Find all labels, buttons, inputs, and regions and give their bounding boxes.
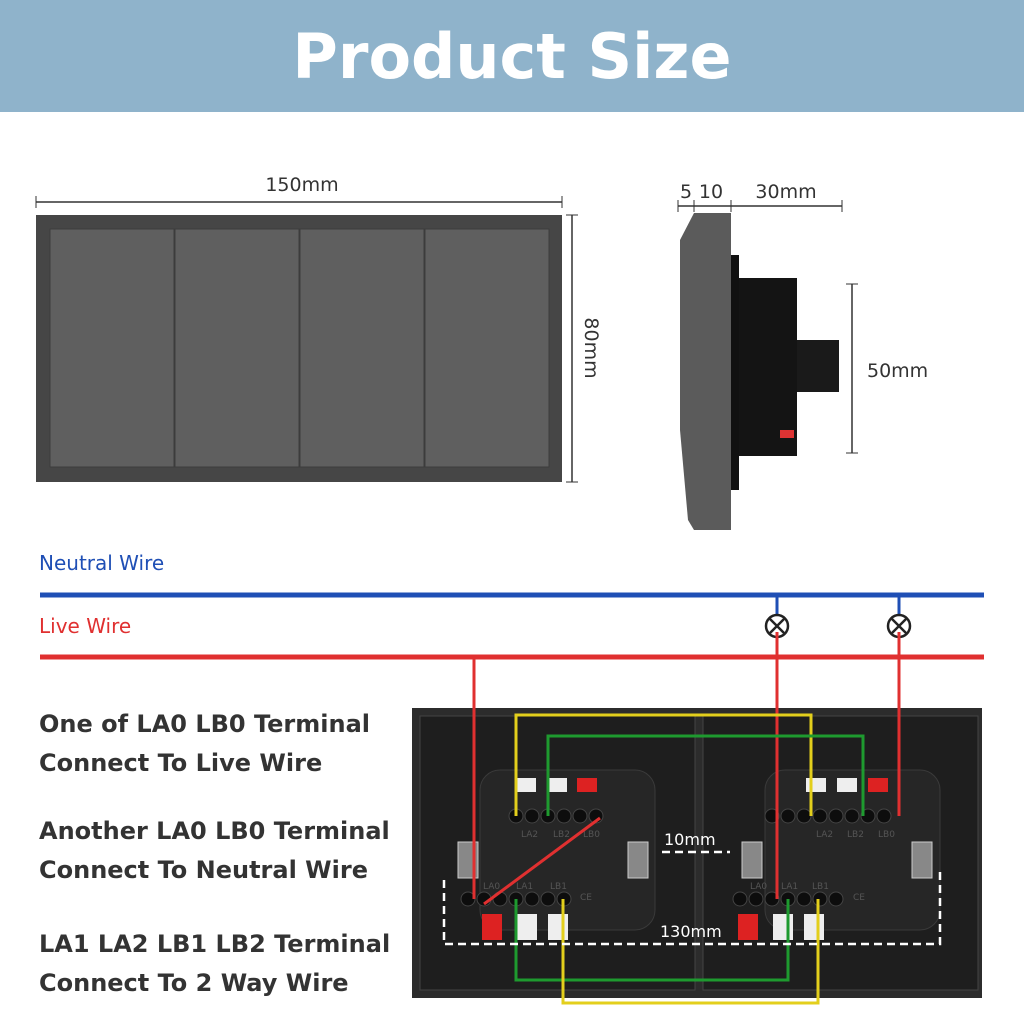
note-line: Connect To Neutral Wire (39, 856, 368, 884)
note-line: Connect To 2 Way Wire (39, 969, 349, 997)
height-dimension: 80mm (580, 317, 602, 378)
front-view: 150mm 80mm (35, 174, 602, 483)
side-view: 5 10 30mm 50mm (677, 181, 928, 530)
plate-depth-a: 5 (680, 181, 692, 203)
neutral-wire-label: Neutral Wire (39, 551, 165, 575)
center-distance-dimension: 130mm (660, 922, 722, 941)
live-wire-label: Live Wire (39, 614, 132, 638)
lamp-icon (886, 613, 912, 639)
ce-mark: CE (580, 893, 592, 903)
note-line: Connect To Live Wire (39, 749, 323, 777)
ce-mark: CE (853, 893, 865, 903)
terminal-lb0: LB0 (583, 830, 600, 840)
switch-key-4 (424, 228, 550, 468)
traveler-wire-green-bottom (514, 899, 790, 982)
note-line: Another LA0 LB0 Terminal (39, 817, 390, 845)
bridge-wire (483, 816, 601, 906)
terminal-lb1: LB1 (812, 882, 829, 892)
note-line: One of LA0 LB0 Terminal (39, 710, 371, 738)
terminal-lb2: LB2 (847, 830, 864, 840)
traveler-wire-green-top (546, 734, 865, 816)
switch-key-3 (299, 228, 425, 468)
body-height: 50mm (867, 360, 928, 382)
traveler-wire-yellow-bottom (561, 899, 820, 1005)
terminal-la2: LA2 (816, 830, 833, 840)
switch-back-view: LA2 LB2 LB0 LA2 LB2 LB0 LA0 LA1 LB1 LA0 … (412, 708, 982, 998)
switch-key-1 (49, 228, 175, 468)
body-depth: 30mm (755, 181, 816, 203)
note-line: LA1 LA2 LB1 LB2 Terminal (39, 930, 391, 958)
note-two-way: LA1 LA2 LB1 LB2 Terminal Connect To 2 Wa… (39, 925, 390, 1003)
terminal-la0: LA0 (483, 882, 500, 892)
note-live: One of LA0 LB0 Terminal Connect To Live … (39, 705, 370, 783)
center-distance-line (442, 868, 942, 946)
header-banner: Product Size (0, 0, 1024, 112)
page-title: Product Size (292, 19, 732, 93)
terminal-lb0: LB0 (878, 830, 895, 840)
terminal-lb1: LB1 (550, 882, 567, 892)
terminal-la2: LA2 (521, 830, 538, 840)
terminal-la1: LA1 (516, 882, 533, 892)
terminal-la0: LA0 (750, 882, 767, 892)
plate-depth-b: 10 (699, 181, 723, 203)
note-neutral: Another LA0 LB0 Terminal Connect To Neut… (39, 812, 390, 890)
terminal-lb2: LB2 (553, 830, 570, 840)
width-dimension: 150mm (265, 174, 338, 196)
traveler-wire-yellow-top (514, 713, 813, 816)
terminal-la1: LA1 (781, 882, 798, 892)
gap-dimension: 10mm (664, 830, 716, 849)
switch-key-2 (174, 228, 300, 468)
